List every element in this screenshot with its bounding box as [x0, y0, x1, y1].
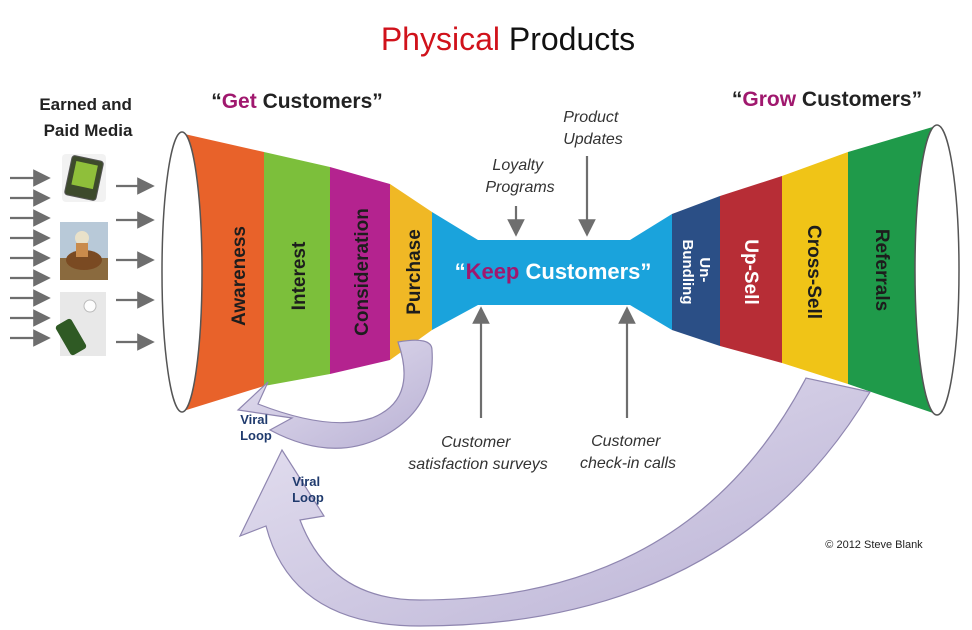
- label-consideration: Consideration: [352, 208, 373, 336]
- segment-unbundling: [672, 196, 720, 346]
- satisfaction-surveys-label: Customer satisfaction surveys: [408, 434, 548, 473]
- get-funnel: [161, 131, 432, 413]
- label-upsell: Up-Sell: [740, 239, 761, 304]
- label-purchase: Purchase: [404, 229, 425, 315]
- page-title: Physical Products: [381, 21, 635, 57]
- label-awareness: Awareness: [229, 226, 250, 326]
- loyalty-programs-label: Loyalty Programs: [485, 157, 554, 196]
- get-customers-heading: “Get Customers”: [211, 90, 383, 113]
- segment-awareness: [180, 133, 264, 412]
- media-input-arrows: [10, 169, 155, 351]
- copyright-notice: © 2012 Steve Blank: [825, 539, 923, 551]
- grow-funnel-rim: [914, 124, 960, 416]
- keep-customers-label: “Keep Customers”: [455, 259, 652, 284]
- keep-word: Keep: [466, 259, 520, 284]
- label-referrals: Referrals: [871, 229, 892, 311]
- segment-crosssell: [782, 152, 848, 384]
- viral-loop-arrow-1: [236, 339, 433, 449]
- earned-line1: Earned and: [39, 95, 132, 114]
- media-image-wine-bottle: [55, 292, 106, 356]
- viral-loop-label-2: Viral Loop: [292, 474, 324, 505]
- segment-consideration: [330, 167, 390, 374]
- segment-upsell: [720, 176, 782, 363]
- media-image-horse-rider: [60, 222, 108, 280]
- viral-loop-arrow-2: [238, 377, 871, 627]
- keep-customers-tube: [432, 212, 672, 330]
- label-unbundling: Un- Bundling: [679, 240, 713, 305]
- grow-customers-heading: “Grow Customers”: [732, 88, 922, 111]
- product-updates-label: Product Updates: [563, 109, 623, 148]
- grow-word: Grow: [742, 88, 796, 111]
- earned-media-label: Earned and Paid Media: [39, 95, 136, 140]
- title-highlight: Physical: [381, 21, 500, 57]
- title-rest: Products: [500, 21, 635, 57]
- viral-loop-label-1: Viral Loop: [240, 412, 272, 443]
- checkin-calls-label: Customer check-in calls: [580, 433, 676, 472]
- segment-referrals: [848, 126, 936, 414]
- get-funnel-rim: [161, 131, 203, 413]
- media-image-tablet: [62, 154, 106, 202]
- grow-funnel: [672, 124, 960, 416]
- earned-line2: Paid Media: [44, 121, 133, 140]
- segment-purchase: [390, 184, 432, 360]
- label-interest: Interest: [289, 241, 310, 310]
- label-crosssell: Cross-Sell: [803, 225, 824, 319]
- get-word: Get: [222, 90, 257, 113]
- annotation-arrows: [472, 156, 636, 418]
- segment-interest: [264, 152, 330, 386]
